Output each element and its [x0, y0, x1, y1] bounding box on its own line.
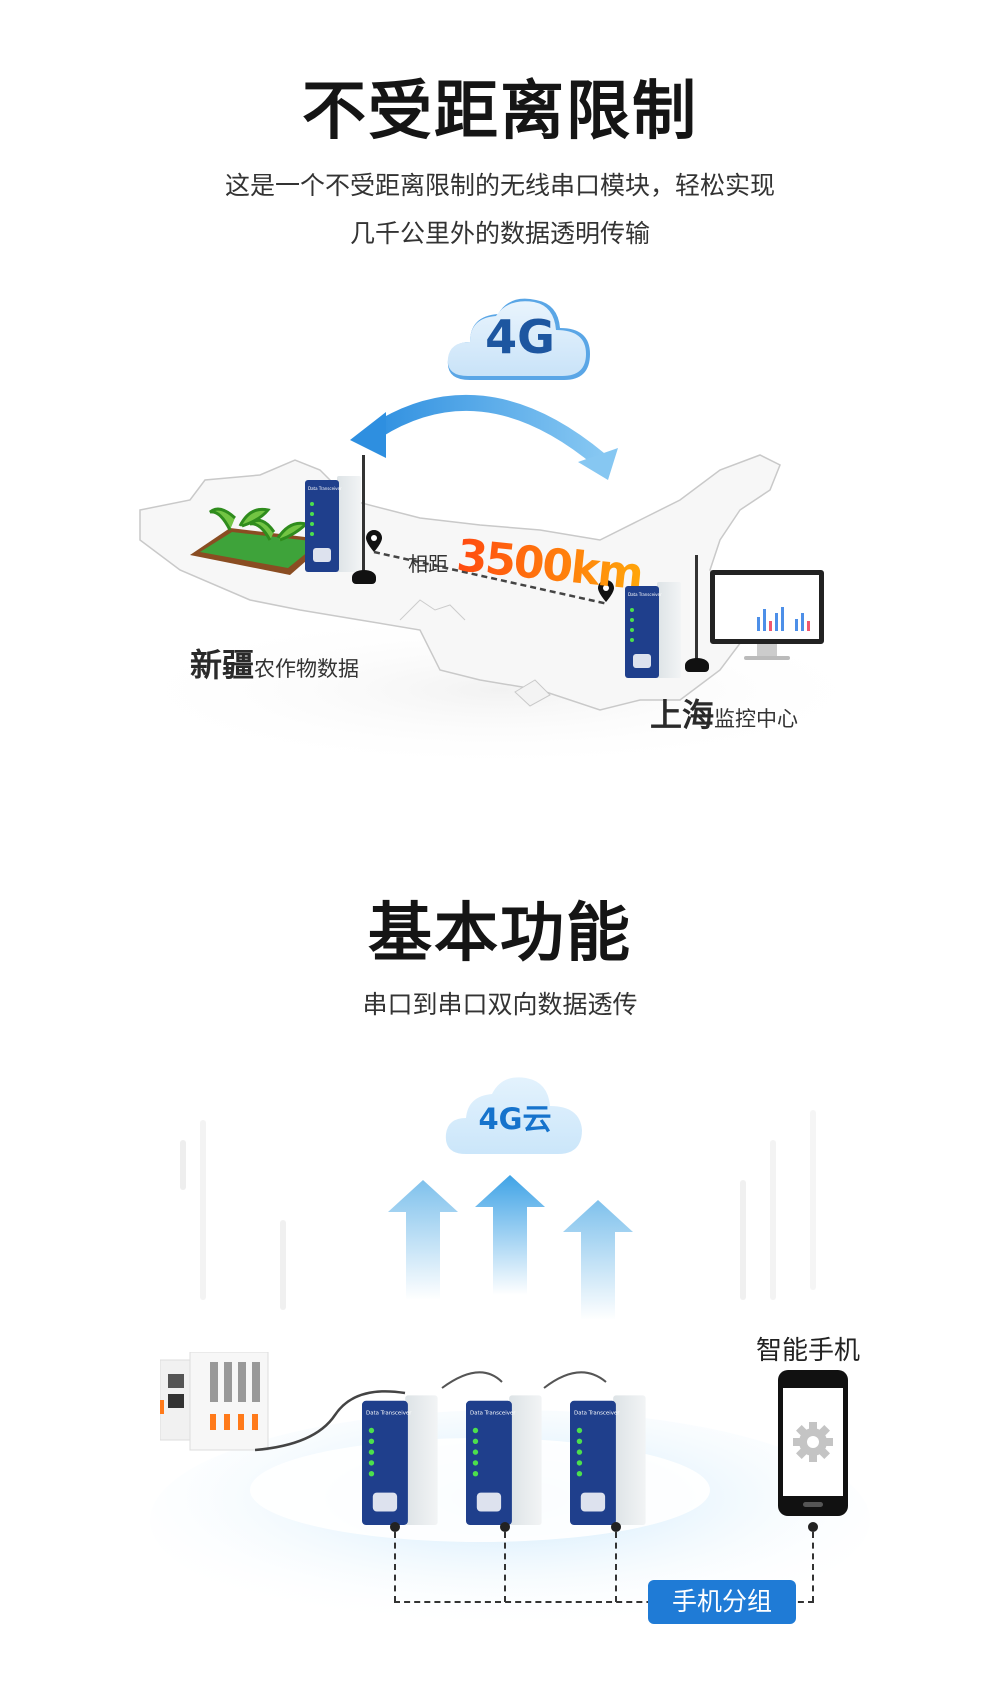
- led-power: [630, 608, 634, 612]
- led-power: [472, 1427, 479, 1434]
- robot-logo-icon: [372, 1492, 398, 1512]
- location-pin-icon: [366, 530, 382, 552]
- dashboard-screen: [710, 570, 824, 644]
- antenna-left: [362, 455, 365, 573]
- background-streaks: [180, 1110, 816, 1310]
- data-transceiver-xinjiang: Data Transceiver: [305, 472, 361, 572]
- robot-logo-icon: [313, 548, 331, 562]
- led-linka: [630, 638, 634, 642]
- section2-description: 串口到串口双向数据透传: [362, 990, 638, 1019]
- upload-arrow-icon: [563, 1200, 633, 1320]
- led-data: [576, 1449, 583, 1455]
- data-transceiver-1: Data Transceiver: [362, 1390, 438, 1525]
- smartphone: [778, 1370, 848, 1516]
- cloud-icon: [445, 1077, 582, 1154]
- antenna-base-right: [685, 658, 709, 672]
- robot-logo-icon: [476, 1492, 502, 1512]
- section1-description-line2: 几千公里外的数据透明传输: [349, 219, 650, 248]
- antenna-base-left: [352, 570, 376, 584]
- led-power: [368, 1427, 375, 1434]
- led-state: [630, 618, 634, 622]
- antenna-cables: [441, 1371, 607, 1389]
- led-power: [576, 1427, 583, 1434]
- distance-prefix: 相距: [408, 552, 448, 576]
- led-linka: [310, 532, 314, 536]
- led-data: [310, 522, 314, 526]
- transfer-arc-arrow-icon: [350, 394, 618, 480]
- section1-description: 这是一个不受距离限制的无线串口模块，轻松实现 几千公里外的数据透明传输: [0, 162, 1000, 258]
- connection-dot: [500, 1522, 510, 1532]
- led-state: [576, 1438, 583, 1444]
- robot-logo-icon: [633, 654, 651, 668]
- led-data: [368, 1449, 375, 1455]
- serial-cable: [255, 1390, 406, 1452]
- led-linka: [368, 1460, 375, 1466]
- led-linkb: [472, 1471, 479, 1477]
- led-data: [472, 1449, 479, 1455]
- upload-arrow-icon: [475, 1175, 545, 1295]
- section1-title: 不受距离限制: [302, 75, 698, 149]
- data-transceiver-3: Data Transceiver: [570, 1390, 646, 1525]
- smartphone-label: 智能手机: [756, 1336, 861, 1366]
- robot-logo-icon: [580, 1492, 606, 1512]
- antenna-right: [695, 555, 698, 665]
- led-linka: [472, 1460, 479, 1466]
- led-linkb: [368, 1471, 375, 1477]
- cloud-icon: [447, 298, 590, 380]
- cloud-4g-platform: 4G云: [440, 1066, 590, 1162]
- phone-group-tag: 手机分组: [648, 1580, 796, 1624]
- monitoring-dashboard-monitor: [710, 570, 824, 666]
- cloud-4g: 4G: [440, 288, 600, 398]
- connection-dot: [611, 1522, 621, 1532]
- cloud-4g-label: 4G: [485, 310, 555, 364]
- io-coupler-device-icon: [160, 1352, 269, 1451]
- data-transceiver-2: Data Transceiver: [466, 1390, 542, 1525]
- led-state: [368, 1438, 375, 1444]
- section1-description-line1: 这是一个不受距离限制的无线串口模块，轻松实现: [224, 171, 775, 200]
- led-linkb: [576, 1471, 583, 1477]
- led-state: [310, 512, 314, 516]
- crop-field-icon: [190, 507, 330, 575]
- location-pin-icon: [598, 580, 614, 602]
- location-xinjiang: 新疆农作物数据: [190, 646, 360, 684]
- led-state: [472, 1438, 479, 1444]
- section2-title: 基本功能: [368, 897, 632, 971]
- connection-dot: [808, 1522, 818, 1532]
- cloud-4g-label: 4G云: [478, 1102, 552, 1136]
- led-linka: [576, 1460, 583, 1466]
- led-data: [630, 628, 634, 632]
- connection-dot: [390, 1522, 400, 1532]
- upload-arrow-icon: [388, 1180, 458, 1300]
- location-shanghai: 上海监控中心: [650, 696, 799, 734]
- data-transceiver-shanghai: Data Transceiver: [625, 578, 681, 678]
- led-power: [310, 502, 314, 506]
- gear-icon: [793, 1422, 833, 1462]
